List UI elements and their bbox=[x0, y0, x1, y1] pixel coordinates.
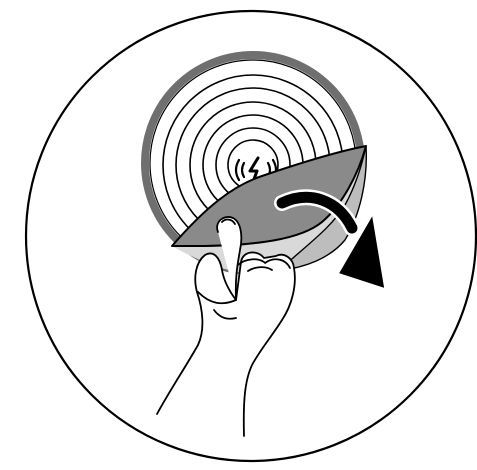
peel-off-protective-film-illustration bbox=[0, 0, 477, 470]
